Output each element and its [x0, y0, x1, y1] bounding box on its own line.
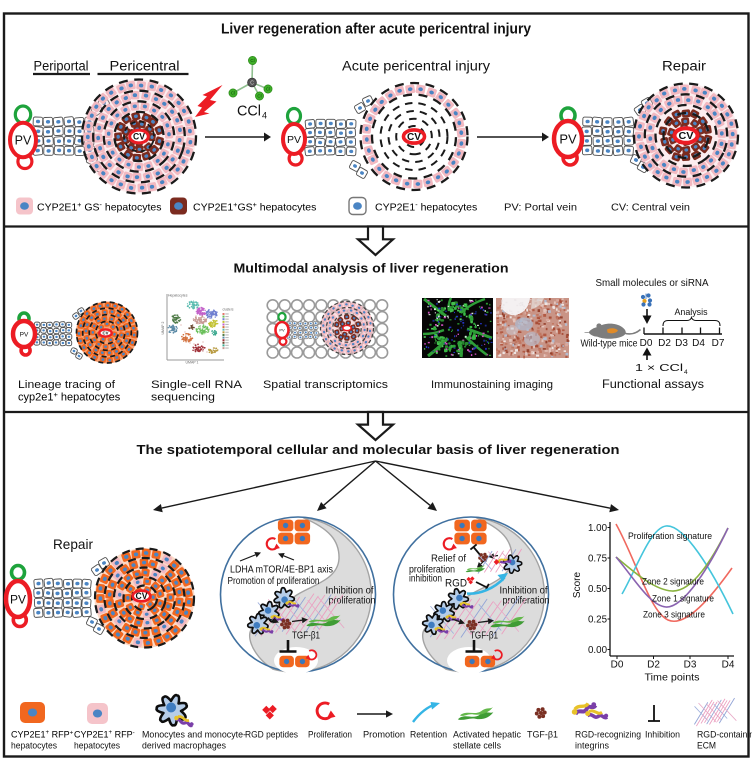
svg-text:Inhibition of: Inhibition of	[500, 586, 548, 597]
svg-text:Spatial transcriptomics: Spatial transcriptomics	[263, 379, 389, 391]
svg-text:Promotion: Promotion	[363, 730, 405, 740]
svg-text:PV: PV	[279, 327, 285, 332]
svg-text:Cl: Cl	[231, 91, 235, 96]
svg-text:4: 4	[684, 369, 688, 376]
svg-text:CV: Central vein: CV: Central vein	[611, 202, 690, 214]
svg-text:4: 4	[262, 111, 267, 121]
svg-text:The spatiotemporal cellular an: The spatiotemporal cellular and molecula…	[137, 442, 620, 457]
svg-text:UMAP 1: UMAP 1	[186, 361, 199, 365]
svg-text:PV: PV	[287, 134, 301, 146]
svg-text:Time points: Time points	[645, 673, 700, 684]
svg-text:Score: Score	[572, 572, 583, 599]
svg-text:0.25: 0.25	[588, 615, 607, 626]
svg-text:Inhibition: Inhibition	[645, 730, 680, 740]
svg-text:Hepatocytes: Hepatocytes	[168, 294, 188, 298]
svg-text:CV: CV	[407, 132, 421, 143]
svg-text:integrins: integrins	[575, 741, 609, 751]
svg-text:D0: D0	[640, 338, 653, 349]
svg-text:Analysis: Analysis	[675, 307, 708, 318]
svg-text:Immunostaining imaging: Immunostaining imaging	[431, 379, 553, 391]
svg-text:Acute pericentral injury: Acute pericentral injury	[342, 59, 490, 74]
svg-text:1.00: 1.00	[588, 523, 607, 534]
svg-text:PV: PV	[20, 331, 29, 338]
svg-text:CYP2E1+ RFP+: CYP2E1+ RFP+	[11, 729, 74, 740]
svg-text:Cl: Cl	[266, 87, 270, 92]
svg-text:1 × CCl: 1 × CCl	[635, 363, 683, 374]
svg-text:CYP2E1+GS+ hepatocytes: CYP2E1+GS+ hepatocytes	[193, 200, 316, 214]
svg-text:LDHA mTOR/4E-BP1 axis: LDHA mTOR/4E-BP1 axis	[230, 565, 333, 576]
svg-text:RGD peptides: RGD peptides	[245, 730, 298, 740]
svg-text:cyp2e1+ hepatocytes: cyp2e1+ hepatocytes	[18, 390, 121, 404]
svg-text:Repair: Repair	[662, 59, 707, 74]
svg-text:CYP2E1+ RFP-: CYP2E1+ RFP-	[74, 729, 135, 740]
svg-text:Zone 1 signature: Zone 1 signature	[652, 594, 714, 605]
svg-text:sequencing: sequencing	[151, 392, 215, 404]
svg-text:ECM: ECM	[697, 741, 716, 751]
svg-text:derived macrophages: derived macrophages	[142, 741, 226, 751]
svg-text:Liver regeneration after acute: Liver regeneration after acute pericentr…	[221, 22, 531, 38]
svg-text:hepatocytes: hepatocytes	[74, 741, 120, 751]
svg-text:proliferation: proliferation	[409, 565, 455, 576]
svg-text:RGD: RGD	[445, 578, 467, 590]
svg-text:CYP2E1+ GS- hepatocytes: CYP2E1+ GS- hepatocytes	[37, 200, 161, 214]
svg-text:Repair: Repair	[53, 536, 93, 552]
svg-text:UMAP 2: UMAP 2	[161, 321, 165, 334]
svg-text:Wild-type mice: Wild-type mice	[581, 339, 638, 350]
svg-text:Monocytes and monocyte-: Monocytes and monocyte-	[142, 730, 246, 740]
svg-text:Periportal: Periportal	[34, 59, 89, 74]
svg-text:Activated hepatic: Activated hepatic	[453, 730, 521, 740]
svg-text:proliferation: proliferation	[329, 596, 376, 607]
svg-text:Promotion of proliferation: Promotion of proliferation	[228, 576, 320, 587]
svg-text:CYP2E1- hepatocytes: CYP2E1- hepatocytes	[375, 201, 477, 214]
svg-text:D4: D4	[692, 338, 705, 349]
svg-text:CV: CV	[136, 591, 148, 601]
svg-text:D7: D7	[712, 338, 725, 349]
svg-text:Pericentral: Pericentral	[110, 59, 180, 74]
svg-text:CCl: CCl	[237, 104, 261, 120]
svg-text:D3: D3	[684, 660, 697, 671]
svg-text:D3: D3	[675, 338, 688, 349]
svg-text:RGD-containing: RGD-containing	[697, 730, 752, 740]
svg-text:hepatocytes: hepatocytes	[11, 741, 57, 751]
svg-text:Zone 3 signature: Zone 3 signature	[643, 610, 705, 621]
svg-text:clusters: clusters	[223, 308, 234, 312]
svg-text:0.50: 0.50	[588, 584, 607, 595]
svg-text:Cl: Cl	[257, 94, 261, 99]
svg-text:0.75: 0.75	[588, 554, 607, 565]
svg-text:TGF-β1: TGF-β1	[470, 631, 498, 642]
svg-text:PV: PV	[15, 134, 32, 148]
svg-text:Proliferation: Proliferation	[308, 730, 352, 740]
svg-text:D2: D2	[647, 660, 660, 671]
svg-text:Relief of: Relief of	[431, 554, 466, 565]
svg-text:D4: D4	[722, 660, 735, 671]
svg-text:CV: CV	[679, 130, 694, 142]
svg-text:C: C	[250, 81, 254, 87]
svg-text:Multimodal analysis of liver r: Multimodal analysis of liver regeneratio…	[234, 261, 509, 276]
svg-text:CV: CV	[103, 331, 109, 336]
svg-text:PV: Portal vein: PV: Portal vein	[504, 202, 577, 214]
svg-text:D2: D2	[658, 338, 671, 349]
svg-text:Single-cell RNA: Single-cell RNA	[151, 379, 243, 391]
svg-text:Retention: Retention	[410, 730, 447, 740]
svg-text:stellate cells: stellate cells	[453, 741, 501, 751]
svg-text:PV: PV	[10, 592, 26, 606]
svg-text:Lineage tracing of: Lineage tracing of	[18, 379, 116, 391]
svg-text:Proliferation signature: Proliferation signature	[628, 531, 712, 542]
svg-text:RGD-recognizing: RGD-recognizing	[575, 730, 641, 740]
svg-text:0.00: 0.00	[588, 645, 607, 656]
svg-text:proliferation: proliferation	[503, 596, 550, 607]
svg-text:inhibition: inhibition	[409, 574, 442, 585]
svg-text:Cl: Cl	[250, 58, 254, 63]
svg-text:TGF-β1: TGF-β1	[527, 730, 558, 740]
svg-text:Small molecules or siRNA: Small molecules or siRNA	[596, 277, 709, 289]
svg-text:Zone 2 signature: Zone 2 signature	[642, 577, 704, 588]
svg-text:TGF-β1: TGF-β1	[292, 631, 320, 642]
svg-text:CV: CV	[133, 132, 145, 142]
svg-text:D0: D0	[611, 660, 624, 671]
svg-text:Functional assays: Functional assays	[602, 379, 704, 391]
svg-text:Inhibition of: Inhibition of	[326, 586, 374, 597]
svg-text:PV: PV	[559, 132, 577, 147]
